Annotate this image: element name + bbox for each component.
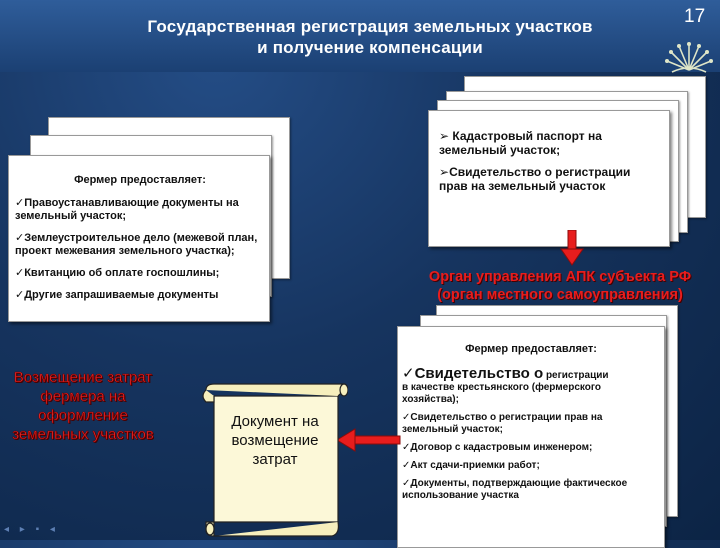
right-top-item-2-text: Свидетельство о регистрации прав на земе… bbox=[439, 165, 631, 193]
right-bottom-doc-item: ✓Договор с кадастровым инженером; bbox=[402, 442, 660, 454]
slide-title: Государственная регистрация земельных уч… bbox=[147, 17, 593, 57]
right-bottom-doc-item: ✓Свидетельство о регистрации в качестве … bbox=[402, 364, 660, 406]
left-doc-item: ✓Квитанцию об оплате госпошлины; bbox=[15, 266, 265, 280]
right-bottom-item-text: Документы, подтверждающие фактическое ис… bbox=[402, 478, 628, 501]
right-bottom-item-text: Акт сдачи-приемки работ; bbox=[410, 460, 540, 471]
check-icon: ✓ bbox=[402, 442, 411, 453]
right-bottom-document: Фермер предоставляет: ✓Свидетельство о р… bbox=[397, 326, 665, 548]
left-doc-item-text: Правоустанавливающие документы на земель… bbox=[15, 197, 239, 222]
check-icon: ✓ bbox=[402, 412, 411, 423]
scroll-text: Документ на возмещение затрат bbox=[231, 413, 319, 468]
right-bottom-doc-item: ✓Свидетельство о регистрации прав на зем… bbox=[402, 412, 660, 436]
right-bottom-doc-heading: Фермер предоставляет: bbox=[465, 343, 597, 355]
left-doc-item-text: Квитанцию об оплате госпошлины; bbox=[24, 267, 220, 279]
right-bottom-doc-item: ✓Документы, подтверждающие фактическое и… bbox=[402, 478, 660, 502]
check-icon: ✓ bbox=[402, 364, 415, 382]
check-icon: ✓ bbox=[402, 478, 411, 489]
slide-number: 17 bbox=[684, 6, 706, 27]
check-icon: ✓ bbox=[402, 460, 411, 471]
left-document: Фермер предоставляет: ✓Правоустанавливаю… bbox=[8, 155, 270, 322]
right-bottom-item-1-small: регистрации bbox=[545, 370, 609, 381]
left-arrow-icon bbox=[336, 428, 401, 452]
left-doc-item: ✓Другие запрашиваемые документы bbox=[15, 288, 265, 302]
right-bottom-item-1-big: Свидетельство о bbox=[414, 365, 544, 382]
left-doc-heading: Фермер предоставляет: bbox=[74, 174, 206, 186]
left-doc-item: ✓Правоустанавливающие документы на земел… bbox=[15, 196, 265, 223]
right-top-item-1: ➢ Кадастровый паспорт на земельный участ… bbox=[439, 129, 659, 157]
check-icon: ✓ bbox=[15, 196, 25, 209]
logo-icon bbox=[665, 42, 713, 73]
right-top-item-2: ➢Свидетельство о регистрации прав на зем… bbox=[439, 165, 659, 193]
check-icon: ✓ bbox=[15, 288, 25, 301]
arrow-bullet-icon: ➢ bbox=[439, 165, 450, 179]
right-bottom-item-text: Договор с кадастровым инженером; bbox=[410, 442, 593, 453]
check-icon: ✓ bbox=[15, 266, 25, 279]
right-top-document: ➢ Кадастровый паспорт на земельный участ… bbox=[428, 110, 670, 247]
left-doc-item-text: Другие запрашиваемые документы bbox=[24, 289, 219, 301]
authority-line-2: (орган местного самоуправления) bbox=[437, 287, 683, 303]
header-band bbox=[0, 0, 720, 72]
right-top-item-1-text: Кадастровый паспорт на земельный участок… bbox=[439, 129, 602, 157]
compensation-label: Возмещение затрат фермера на оформление … bbox=[12, 369, 154, 444]
right-bottom-item-text: Свидетельство о регистрации прав на земе… bbox=[402, 412, 603, 435]
down-arrow-icon bbox=[560, 230, 584, 266]
slide-nav-icons[interactable]: ◂ ▸ ▪ ◂ bbox=[4, 524, 59, 535]
left-doc-item: ✓Землеустроительное дело (межевой план, … bbox=[15, 231, 265, 258]
right-bottom-doc-item: ✓Акт сдачи-приемки работ; bbox=[402, 460, 660, 472]
scroll-shape bbox=[202, 383, 348, 537]
check-icon: ✓ bbox=[15, 231, 25, 244]
arrow-bullet-icon: ➢ bbox=[439, 129, 450, 143]
left-doc-item-text: Землеустроительное дело (межевой план, п… bbox=[15, 232, 258, 257]
right-bottom-item-1-rest: в качестве крестьянского (фермерского хо… bbox=[402, 382, 602, 405]
authority-label: Орган управления АПК субъекта РФ (орган … bbox=[400, 268, 720, 304]
authority-line-1: Орган управления АПК субъекта РФ bbox=[428, 269, 692, 285]
